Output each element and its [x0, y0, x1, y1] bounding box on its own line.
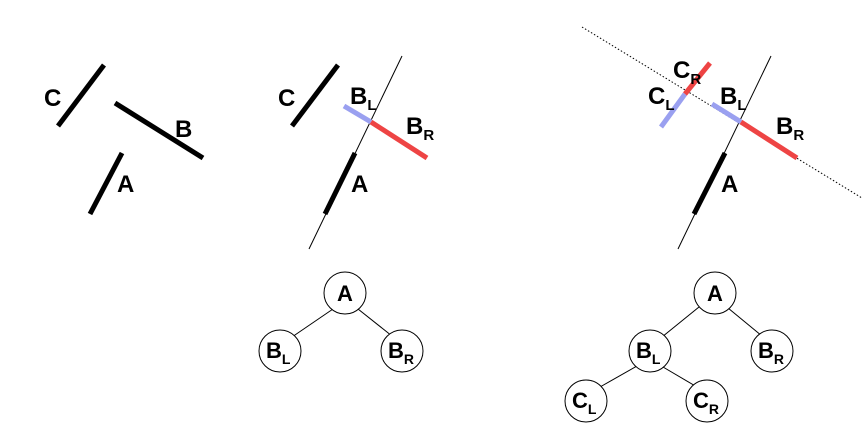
segment-b-left: [342, 103, 373, 125]
svg-text:CL: CL: [572, 388, 597, 417]
panel-split-by-a: C A BL BR: [278, 55, 434, 250]
label-c-left: CL: [648, 83, 675, 114]
label-b: B: [175, 116, 192, 143]
segment-c: [56, 63, 106, 128]
svg-text:A: A: [707, 281, 723, 306]
label-b-left: BL: [720, 83, 747, 114]
tree-node-left: BL: [628, 329, 672, 373]
segment-b-right: [369, 119, 429, 161]
panel-split-by-b: CR CL BL BR A: [581, 26, 862, 250]
tree-node-left-left: CL: [564, 379, 608, 423]
svg-text:A: A: [337, 281, 353, 306]
segment-b: [113, 100, 205, 161]
tree-edge: [661, 306, 700, 338]
splitter-line-a: [308, 55, 403, 250]
tree-one: A BL BR: [258, 271, 424, 373]
svg-text:BR: BR: [388, 338, 414, 367]
label-c: C: [44, 85, 61, 112]
label-a: A: [351, 171, 368, 198]
tree-edge: [291, 308, 334, 338]
panel-initial: C B A: [44, 63, 205, 216]
segment-c-right: [683, 61, 712, 96]
svg-text:BR: BR: [758, 338, 784, 367]
label-a: A: [721, 171, 738, 198]
label-b-left: BL: [350, 83, 377, 114]
svg-text:CR: CR: [693, 388, 719, 417]
label-c-right: CR: [673, 57, 701, 88]
segment-c-left: [658, 92, 688, 129]
label-a: A: [117, 171, 134, 198]
svg-text:BL: BL: [266, 338, 291, 367]
segment-b-left: [710, 101, 743, 125]
tree-edge: [727, 307, 763, 337]
segment-c: [290, 63, 340, 128]
tree-node-left: BL: [258, 329, 302, 373]
tree-edge: [357, 308, 393, 337]
tree-node-root: A: [323, 271, 367, 315]
tree-node-left-right: CR: [685, 379, 729, 423]
splitter-line-b: [581, 26, 862, 199]
segment-b-right: [739, 119, 799, 161]
tree-node-right: BR: [380, 329, 424, 373]
svg-text:BL: BL: [636, 338, 661, 367]
tree-edge: [599, 365, 638, 388]
label-c: C: [278, 85, 295, 112]
segment-a: [87, 151, 125, 216]
tree-two: A BL BR CL CR: [564, 271, 794, 423]
label-b-right: BR: [776, 113, 804, 144]
tree-node-root: A: [693, 271, 737, 315]
tree-node-right: BR: [750, 329, 794, 373]
splitter-line-a: [677, 55, 772, 250]
segment-a: [691, 151, 728, 216]
label-b-right: BR: [406, 113, 434, 144]
tree-edge: [662, 366, 698, 388]
segment-a: [322, 151, 358, 216]
